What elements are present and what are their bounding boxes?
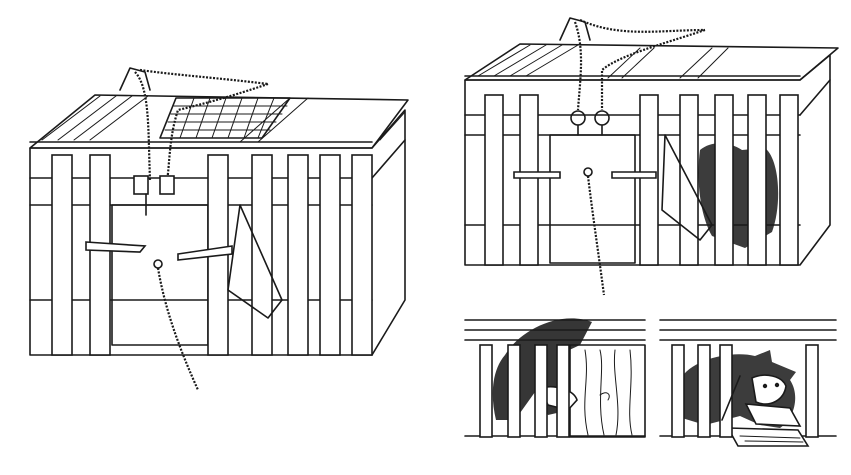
detail2-bars [671,344,819,438]
left-lid-planks [41,95,406,143]
left-pulley-assembly [119,67,269,216]
right-latch-right [611,171,657,179]
left-cage-lid [29,94,409,149]
right-treadle [661,134,713,241]
left-latch-left [85,241,147,253]
detail1-door [569,344,646,438]
detail2-cat-face [751,374,787,405]
detail-panel-cat-treadle [659,319,837,447]
right-cage-bars [484,94,799,266]
right-lid-planks [477,44,729,79]
right-puzzle-cage [464,17,839,296]
left-pull-rope [156,267,200,391]
detail2-cat-paw [744,403,802,427]
right-pull-rope [586,175,606,296]
right-latch-left [513,171,561,179]
detail-panel-cat-reaching [464,318,646,438]
right-pulley-assembly [559,17,706,136]
left-wire-mesh [159,97,291,139]
detail1-bars [479,344,570,438]
left-ring [153,259,163,269]
left-latch-right [177,245,233,261]
right-ring [583,167,593,177]
left-treadle [227,204,283,319]
left-puzzle-cage [29,67,409,391]
right-cage-lid [464,43,839,81]
right-cage-door [549,134,636,264]
